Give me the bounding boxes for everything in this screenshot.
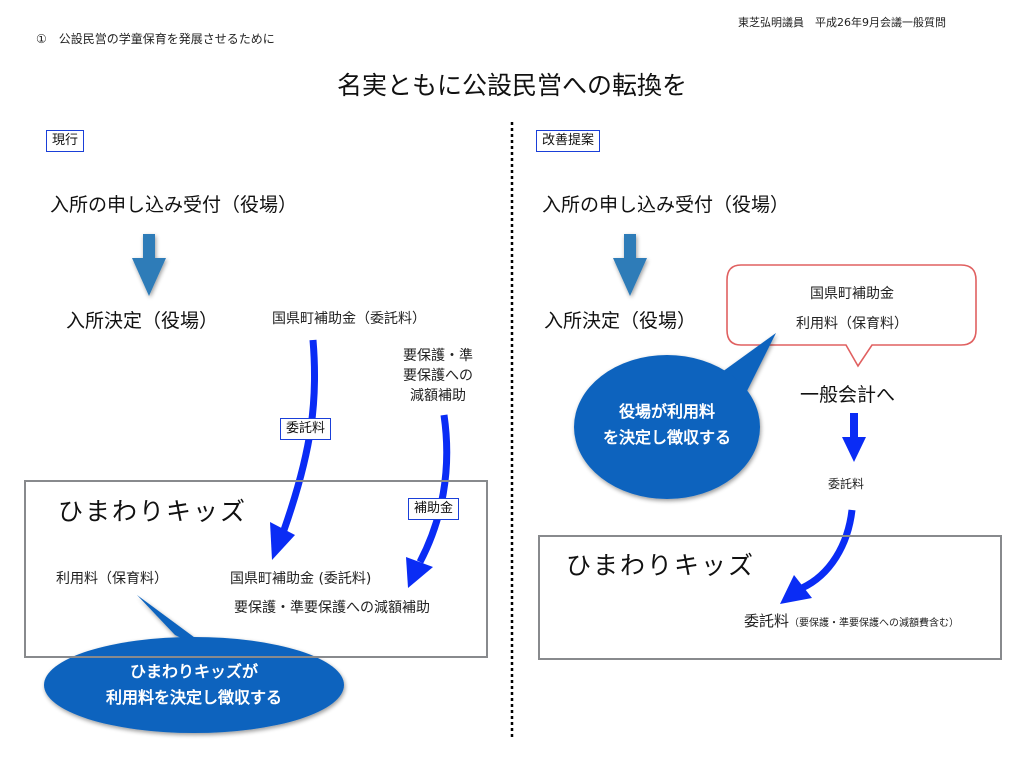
left-callout-text: ひまわりキッズが 利用料を決定し徴収する: [44, 659, 344, 711]
left-reduction-source: 要保護・準 要保護への 減額補助: [388, 346, 488, 406]
left-facility-name: ひまわりキッズ: [58, 497, 248, 526]
right-commission-label: 委託料: [828, 477, 865, 491]
commission-label: 委託料: [280, 418, 332, 440]
commission-to-kids-arrow-icon: [780, 509, 856, 604]
left-facility-fee: 利用料（保育料）: [56, 571, 168, 587]
right-callout-bubble: [574, 333, 776, 499]
right-step-decision: 入所決定（役場）: [544, 310, 697, 332]
left-step-application: 入所の申し込み受付（役場）: [50, 194, 298, 216]
left-facility-reduction: 要保護・準要保護への減額補助: [234, 600, 430, 616]
subsidy-label: 補助金: [408, 498, 460, 520]
commission-note: （要保護・準要保護への減額費含む）: [789, 618, 960, 629]
right-down-arrow-icon: [613, 234, 647, 296]
reduction-line-1: 要保護・準: [403, 348, 473, 364]
right-facility-commission: 委託料（要保護・準要保護への減額費含む）: [744, 610, 959, 631]
right-facility-name: ひまわりキッズ: [566, 551, 756, 580]
current-tag: 現行: [46, 130, 85, 152]
speech-box-outline: [726, 264, 977, 368]
right-facility-box: [538, 535, 1002, 660]
right-callout-line-1: 役場が利用料: [618, 402, 715, 421]
left-subsidy-source: 国県町補助金（委託料）: [272, 311, 426, 327]
author-info: 東芝弘明議員 平成26年9月会議一般質問: [738, 16, 946, 29]
left-down-arrow-icon: [132, 234, 166, 296]
general-account-label: 一般会計へ: [800, 384, 896, 406]
slide-title: 名実ともに公設民営への転換を: [336, 71, 687, 100]
left-callout-line-2: 利用料を決定し徴収する: [105, 688, 282, 707]
left-facility-box: [24, 480, 488, 658]
general-account-down-arrow-icon: [842, 413, 866, 462]
right-callout-line-2: を決定し徴収する: [602, 428, 731, 447]
left-facility-subsidy: 国県町補助金 (委託料): [230, 571, 372, 587]
proposal-tag: 改善提案: [536, 130, 601, 152]
subsidy-flow-arrow-icon: [406, 414, 451, 588]
left-callout-bubble: [44, 595, 344, 733]
right-step-application: 入所の申し込み受付（役場）: [542, 194, 790, 216]
reduction-line-3: 減額補助: [410, 388, 466, 404]
reduction-line-2: 要保護への: [403, 368, 473, 384]
commission-main: 委託料: [744, 612, 790, 630]
speech-line-subsidy: 国県町補助金: [810, 286, 894, 302]
left-callout-line-1: ひまわりキッズが: [129, 662, 258, 681]
right-callout-text: 役場が利用料 を決定し徴収する: [574, 399, 760, 451]
left-step-decision: 入所決定（役場）: [66, 310, 219, 332]
slide-subtitle: ① 公設民営の学童保育を発展させるために: [36, 32, 275, 46]
speech-line-fee: 利用料（保育料）: [796, 316, 908, 332]
